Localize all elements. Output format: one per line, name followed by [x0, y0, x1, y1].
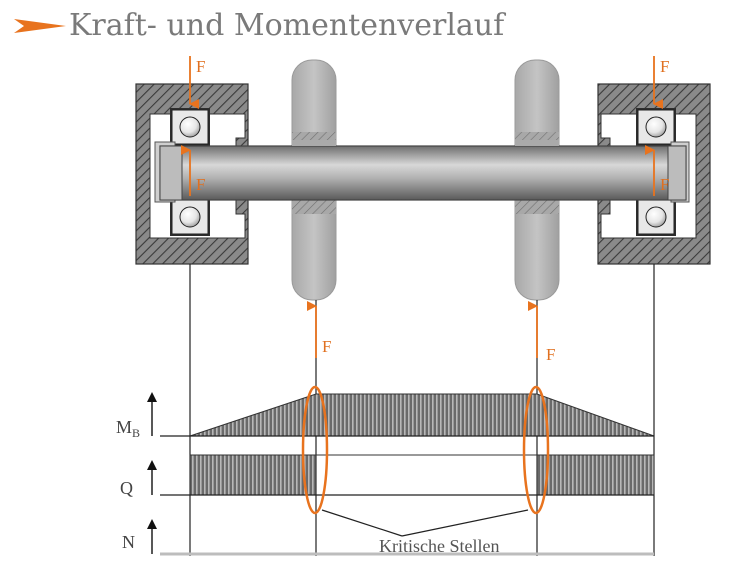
- callout-lines: [321, 509, 529, 537]
- shaft: [159, 145, 687, 201]
- force-label-bottom-left: F: [322, 337, 331, 356]
- force-label-inner-right: F: [660, 175, 669, 194]
- page-title: Kraft- und Momentenverlauf: [69, 8, 506, 43]
- critical-markers: [301, 385, 550, 515]
- moment-axis-label: MB: [116, 417, 140, 440]
- critical-ellipse-right: [522, 385, 550, 515]
- orange-arrow-icon: [14, 19, 66, 33]
- force-label-bottom-right: F: [546, 345, 555, 364]
- critical-ellipse-left: [301, 385, 329, 515]
- shear-diagram: [147, 454, 655, 496]
- normal-diagram: [147, 519, 654, 556]
- normal-axis-label: N: [122, 532, 135, 552]
- shear-axis-label: Q: [120, 478, 133, 498]
- force-label-top-right: F: [660, 57, 669, 76]
- force-arrows: [181, 56, 663, 358]
- wheel-left-hub: [292, 140, 336, 146]
- moment-diagram: [147, 392, 655, 437]
- force-label-inner-left: F: [196, 175, 205, 194]
- title-bar: Kraft- und Momentenverlauf: [14, 8, 506, 43]
- force-label-top-left: F: [196, 57, 205, 76]
- critical-points-label: Kritische Stellen: [379, 536, 499, 556]
- left-bearing-housing: [135, 83, 249, 265]
- wheel-right-hub: [515, 140, 559, 146]
